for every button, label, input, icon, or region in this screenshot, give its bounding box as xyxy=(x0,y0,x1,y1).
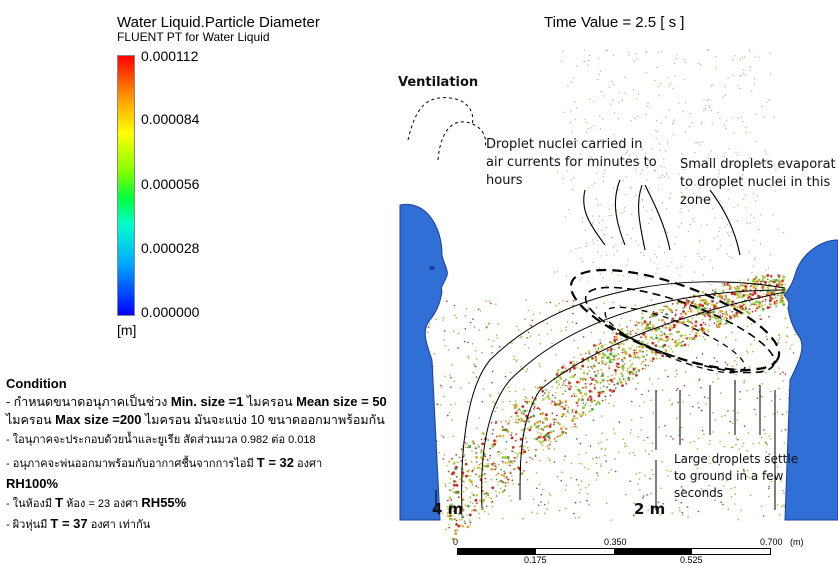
scale-label-0525: 0.525 xyxy=(680,555,703,565)
scale-label-0: 0 xyxy=(453,537,458,547)
distance-4m: 4 m xyxy=(432,500,463,518)
legend-tick-min: 0.000000 xyxy=(141,304,199,320)
condition-line-3: - ใอนุภาคจะประกอบด้วยน้ำและยูเรีย สัดส่ว… xyxy=(6,433,316,448)
condition-heading: Condition xyxy=(6,376,67,391)
condition-line-5: RH100% xyxy=(6,476,58,491)
time-value-label: Time Value = 2.5 [ s ] xyxy=(544,14,684,31)
legend-tick-max: 0.000112 xyxy=(141,48,198,64)
scale-label-0175: 0.175 xyxy=(524,555,547,565)
ventilation-label: Ventilation xyxy=(398,74,478,92)
scale-label-0700: 0.700 xyxy=(760,537,783,547)
colorbar xyxy=(117,55,135,316)
evaporate-text: Small droplets evaporat to droplet nucle… xyxy=(680,156,836,210)
left-head xyxy=(400,204,447,520)
scale-label-0350: 0.350 xyxy=(604,537,627,547)
legend-tick-2: 0.000084 xyxy=(141,111,199,127)
legend-tick-3: 0.000056 xyxy=(141,176,199,192)
condition-line-2: ไมครอน Max size =200 ไมครอน มันจะแบ่ง 10… xyxy=(6,412,385,428)
legend-tick-4: 0.000028 xyxy=(141,240,199,256)
condition-line-4: - อนุภาคจะพ่นออกมาพร้อมกับอากาศชื้นจากกา… xyxy=(6,455,322,472)
distance-2m: 2 m xyxy=(634,500,665,518)
nuclei-text: Droplet nuclei carried in air currents f… xyxy=(486,136,657,190)
condition-line-6: - ในห้องมี T ห้อง = 23 องศา RH55% xyxy=(6,495,186,512)
legend-title: Water Liquid.Particle Diameter xyxy=(117,14,320,31)
legend-unit: [m] xyxy=(117,322,136,338)
legend-subtitle: FLUENT PT for Water Liquid xyxy=(117,31,270,44)
scale-bar xyxy=(457,548,771,555)
condition-line-1: - กำหนดขนาดอนุภาคเป็นช่วง Min. size =1 ไ… xyxy=(6,394,387,410)
scale-unit: (m) xyxy=(790,537,804,547)
large-droplets-text: Large droplets settle to ground in a few… xyxy=(674,451,798,502)
condition-line-7: - ผิวหุ่นมี T = 37 องศา เท่ากัน xyxy=(6,516,150,533)
